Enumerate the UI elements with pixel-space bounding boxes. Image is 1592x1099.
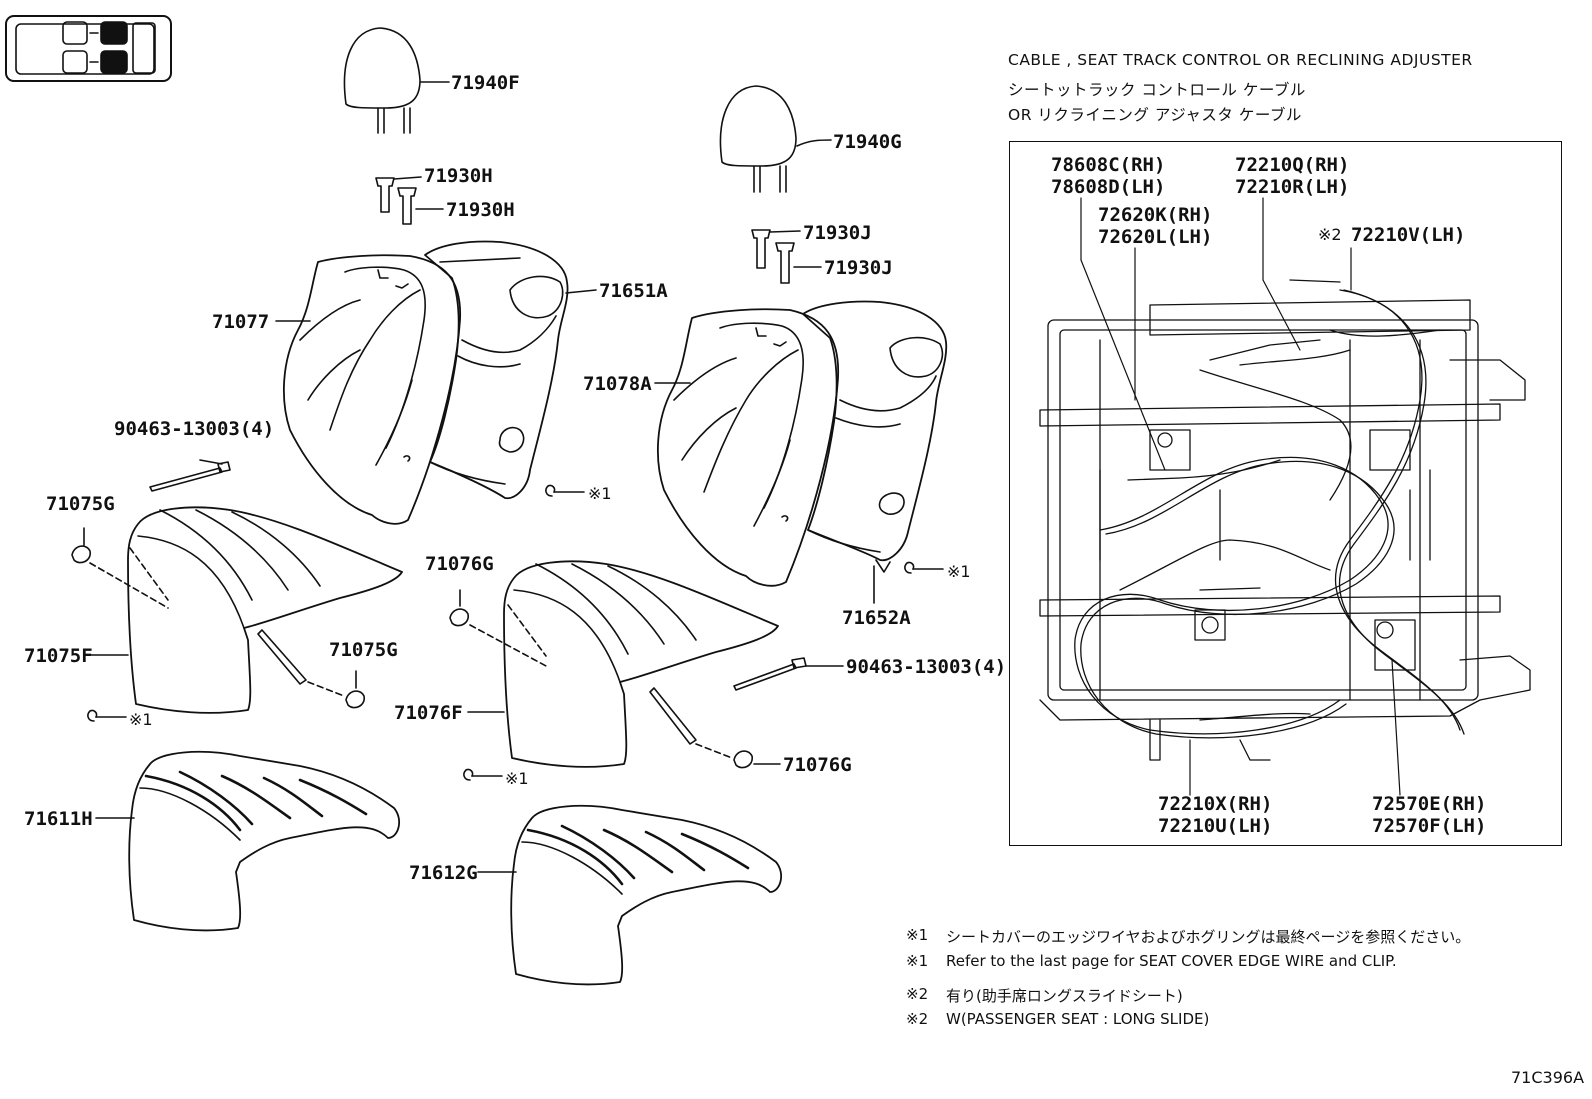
part-label-hog-ring-left: 90463-13003(4) — [114, 418, 275, 440]
cable-detail-frame — [1009, 141, 1562, 846]
part-label-72210u-lh: 72210U(LH) — [1158, 815, 1273, 837]
part-label-headrest-right: 71940G — [833, 131, 902, 153]
part-label-support-right-2: 71930J — [824, 257, 893, 279]
part-label-78608-rh: 78608C(RH) — [1051, 154, 1166, 176]
part-label-clip-right-bottom: 71076G — [783, 754, 852, 776]
seatback-left-board-drawing — [424, 240, 597, 500]
seatback-right-board-drawing — [802, 300, 948, 604]
seatback-left-drawing — [275, 254, 461, 525]
label-group-72210x: 72210X(RH) 72210U(LH) — [1158, 793, 1272, 837]
label-group-78608: 78608C(RH) 78608D(LH) — [1051, 154, 1165, 198]
part-label-72570f-lh: 72570F(LH) — [1372, 815, 1487, 837]
seat-frame-drawing — [1039, 299, 1531, 761]
support-left-drawing — [375, 176, 444, 225]
part-label-support-left-2: 71930H — [446, 199, 515, 221]
part-label-seatback-right: 71078A — [583, 373, 652, 395]
note-1-mark-jp: ※1 — [906, 926, 929, 944]
part-label-78608-lh: 78608D(LH) — [1051, 176, 1166, 198]
part-label-72620-lh: 72620L(LH) — [1098, 226, 1213, 248]
note-2-mark-jp: ※2 — [906, 985, 929, 1003]
cable-leaders — [1080, 197, 1401, 796]
ref-mark-2: ※1 — [947, 562, 971, 581]
part-label-clip-left-bottom: 71075G — [329, 639, 398, 661]
ref-mark-3: ※1 — [129, 710, 153, 729]
seat-layout-icon — [5, 15, 172, 82]
cushion-right-drawing — [467, 560, 779, 768]
label-group-72210q: 72210Q(RH) 72210R(LH) — [1235, 154, 1349, 198]
part-label-72210v-mark: ※2 — [1318, 225, 1342, 244]
part-label-seatback-left-board: 71651A — [599, 280, 668, 302]
part-label-cushion-pad-right: 71612G — [409, 862, 478, 884]
part-label-72210v-lh: 72210V(LH) — [1351, 224, 1466, 246]
part-label-support-right-1: 71930J — [803, 222, 872, 244]
note-1-en: Refer to the last page for SEAT COVER ED… — [946, 952, 1397, 970]
part-label-72210r-lh: 72210R(LH) — [1235, 176, 1350, 198]
headrest-left-drawing — [343, 27, 450, 134]
part-label-headrest-left: 71940F — [451, 72, 520, 94]
support-right-drawing — [751, 229, 822, 284]
cable-title-jp-2: OR リクライニング アジャスタ ケーブル — [1008, 106, 1302, 124]
cable-title-en: CABLE , SEAT TRACK CONTROL OR RECLINING … — [1008, 51, 1473, 69]
label-group-72570: 72570E(RH) 72570F(LH) — [1372, 793, 1486, 837]
part-label-72570e-rh: 72570E(RH) — [1372, 793, 1487, 815]
note-1-jp: シートカバーのエッジワイヤおよびホグリングは最終ページを参照ください。 — [946, 928, 1471, 946]
note-1-mark-en: ※1 — [906, 952, 929, 970]
cable-drawing — [1074, 279, 1465, 739]
part-label-cushion-left: 71075F — [24, 645, 93, 667]
cushion-pad-left-drawing — [95, 751, 401, 932]
cable-title-jp-1: シートットラック コントロール ケーブル — [1008, 81, 1306, 99]
part-label-72620-rh: 72620K(RH) — [1098, 204, 1213, 226]
note-2-jp: 有り(助手席ロングスライドシート) — [946, 987, 1183, 1005]
part-label-72210q-rh: 72210Q(RH) — [1235, 154, 1350, 176]
note-2-mark-en: ※2 — [906, 1010, 929, 1028]
seatback-right-drawing — [654, 308, 840, 587]
clip-right-drawing — [449, 589, 781, 769]
clip-drawing — [87, 484, 944, 781]
note-2-en: W(PASSENGER SEAT : LONG SLIDE) — [946, 1010, 1210, 1028]
ref-mark-4: ※1 — [505, 769, 529, 788]
clip-left-drawing — [71, 527, 365, 709]
cushion-left-drawing — [85, 506, 403, 714]
cushion-pad-right-drawing — [477, 805, 783, 986]
part-label-clip-left-top: 71075G — [46, 493, 115, 515]
ref-mark-1: ※1 — [588, 484, 612, 503]
part-label-seatback-right-board: 71652A — [842, 607, 911, 629]
part-label-cushion-right: 71076F — [394, 702, 463, 724]
part-label-cushion-pad-left: 71611H — [24, 808, 93, 830]
hog-ring-drawing — [149, 459, 844, 691]
part-label-support-left-1: 71930H — [424, 165, 493, 187]
part-label-clip-right-top: 71076G — [425, 553, 494, 575]
part-label-hog-ring-right: 90463-13003(4) — [846, 656, 1007, 678]
diagram-id: 71C396A — [1511, 1068, 1585, 1087]
headrest-right-drawing — [719, 85, 832, 193]
part-label-seatback-left: 71077 — [212, 311, 270, 333]
label-group-72620: 72620K(RH) 72620L(LH) — [1098, 204, 1212, 248]
part-label-72210x-rh: 72210X(RH) — [1158, 793, 1273, 815]
